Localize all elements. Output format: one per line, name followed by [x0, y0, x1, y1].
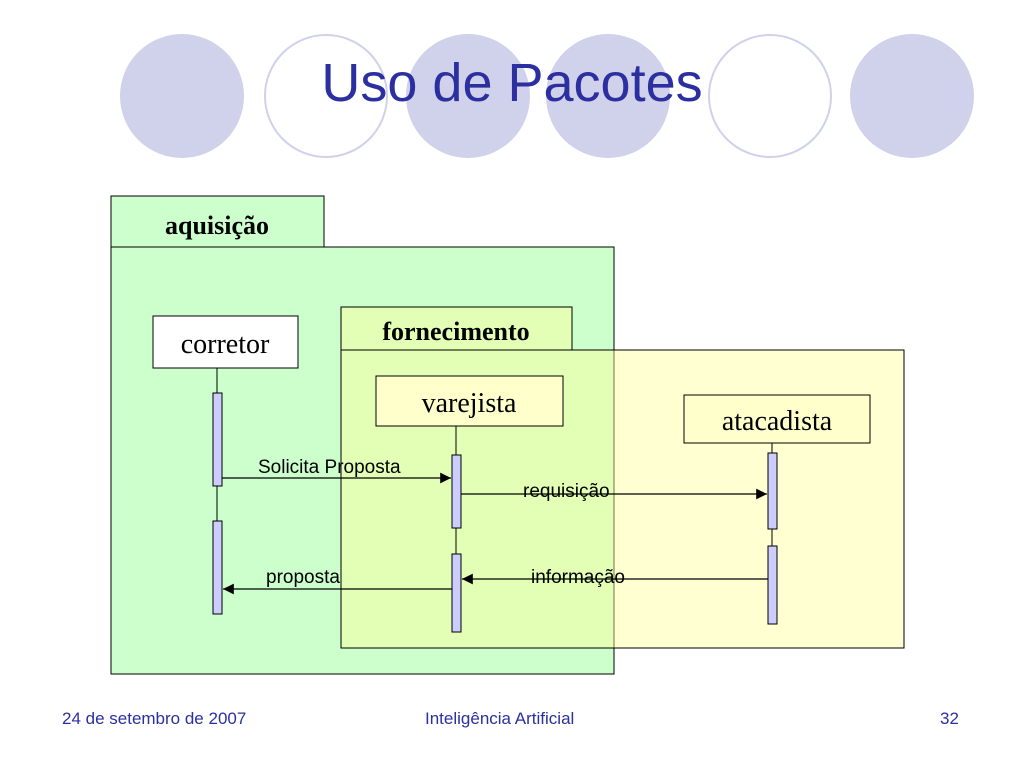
decor-circle-3 [406, 34, 530, 158]
package-aquisicao-tab [110, 195, 325, 248]
decor-circle-1 [120, 34, 244, 158]
object-corretor-label: corretor [181, 329, 270, 360]
package-aquisicao-label: aquisição [165, 211, 269, 240]
message-label-informacao: informação [531, 567, 625, 588]
object-corretor-box [152, 315, 299, 369]
decor-circle-5 [708, 34, 832, 158]
slide-title: Uso de Pacotes [321, 53, 703, 113]
footer-course: Inteligência Artificial [425, 709, 575, 728]
activation-varejista-2 [451, 553, 462, 633]
object-atacadista-box [683, 394, 871, 444]
activation-atacadista-1 [767, 452, 778, 530]
footer-date: 24 de setembro de 2007 [62, 709, 247, 728]
message-label-proposta: proposta [266, 567, 340, 588]
object-varejista-box [375, 375, 564, 427]
decor-circle-2 [264, 34, 388, 158]
object-atacadista-label: atacadista [722, 406, 833, 437]
message-label-requisicao: requisição [523, 481, 610, 502]
footer-page-number: 32 [940, 709, 959, 728]
object-varejista-label: varejista [422, 388, 517, 419]
decor-circle-4 [546, 34, 670, 158]
package-fornecimento-label: fornecimento [382, 317, 529, 346]
activation-varejista-1 [451, 454, 462, 529]
activation-atacadista-2 [767, 545, 778, 625]
activation-corretor-2 [212, 520, 223, 615]
message-label-solicita: Solicita Proposta [258, 457, 401, 478]
activation-corretor-1 [212, 392, 223, 487]
decor-circle-6 [850, 34, 974, 158]
